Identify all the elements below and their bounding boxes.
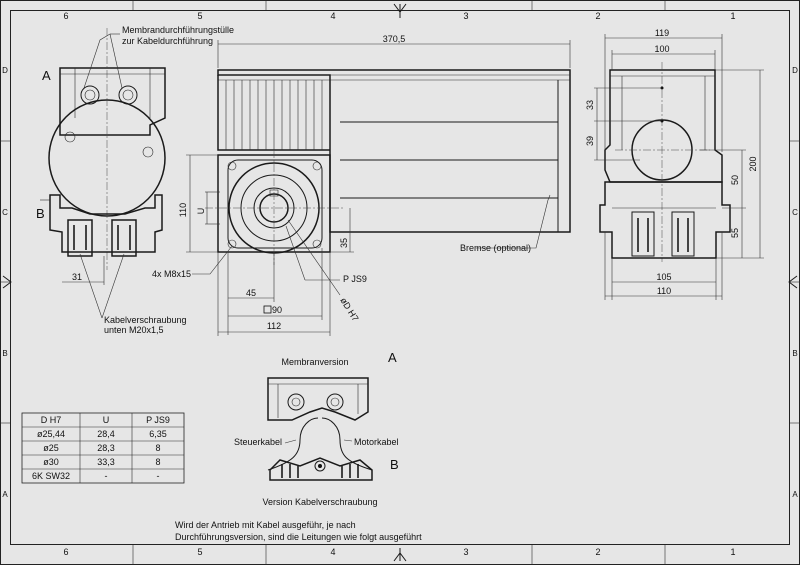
table-header: P JS9 [146,415,170,425]
dim-39: 39 [585,136,595,146]
side-letter: D [2,66,8,75]
detail-label-a: A [388,350,397,365]
dim-50: 50 [730,175,740,185]
dim-55: 55 [730,228,740,238]
bottom-number: 6 [63,547,68,557]
dim-4x-m8x15: 4x M8x15 [152,269,191,279]
side-letter: C [2,208,8,217]
dim-31: 31 [72,272,82,282]
side-letter: D [792,66,798,75]
bolt-hole-icon [227,161,237,171]
detail-label-b: B [390,457,399,472]
detail-view [267,377,373,481]
bottom-number: 2 [595,547,600,557]
dim-35: 35 [339,238,349,248]
view-label-a: A [42,68,51,83]
dim-112: 112 [267,321,281,331]
top-number: 2 [595,11,600,21]
side-letter: A [2,490,8,499]
square-symbol-icon [263,305,272,314]
callout-gland-line1: Kabelverschraubung [104,315,187,325]
table-cell: 8 [155,443,160,453]
center-view-text: 370,5 110 U 35 45 90 112 4x M8x15 P JS9 … [152,34,531,331]
top-number: 6 [63,11,68,21]
table-cell: ø25 [43,443,59,453]
dim-u: U [196,208,206,215]
membrane-grommet-icon [287,393,305,411]
top-number: 3 [463,11,468,21]
note-line1: Wird der Antrieb mit Kabel ausgeführ, je… [175,520,356,530]
label-motorkabel: Motorkabel [354,437,399,447]
bolt-hole-icon [227,239,237,249]
membrane-grommet-icon [80,85,100,105]
dim-105: 105 [656,272,671,282]
callout-membrane-line1: Membrandurchführungstülle [122,25,234,35]
table-cell: 28,4 [97,429,115,439]
bottom-number: 5 [197,547,202,557]
dim-110-right: 110 [657,286,671,296]
center-front-view [186,40,571,336]
detail-view-text: Membranversion A B Steuerkabel Motorkabe… [234,350,399,507]
side-letter: A [792,490,798,499]
dim-100: 100 [654,44,669,54]
brake-label: Bremse (optional) [460,243,531,253]
dim-119: 119 [655,28,669,38]
table-cell: ø30 [43,457,59,467]
top-number: 5 [197,11,202,21]
table-cell: 6,35 [149,429,167,439]
dim-90: 90 [272,305,282,315]
table-cell: 6K SW32 [32,471,70,481]
side-letter: B [792,349,797,358]
right-view-text: 119 100 33 39 200 50 55 105 110 [585,28,758,296]
side-letter: B [2,349,7,358]
dim-33: 33 [585,100,595,110]
frame-labels: 6 5 4 3 2 1 6 5 4 3 2 1 D C B A D C B A [2,11,798,557]
right-side-view [594,34,764,300]
table-cell: 28,3 [97,443,115,453]
dim-370-5: 370,5 [383,34,406,44]
table-cell: - [157,471,160,481]
note-line2: Durchführungsversion, sind die Leitungen… [175,532,422,542]
table-header: U [103,415,110,425]
view-label-b: B [36,206,45,221]
label-steuerkabel: Steuerkabel [234,437,282,447]
bottom-number: 1 [730,547,735,557]
screw-icon [142,146,154,158]
bolt-hole-icon [312,239,322,249]
dim-110: 110 [178,203,188,217]
table-cell: ø25,44 [37,429,65,439]
top-number: 1 [730,11,735,21]
bolt-hole-icon [312,161,322,171]
dim-p-js9: P JS9 [343,274,367,284]
bottom-number: 3 [463,547,468,557]
bottom-number: 4 [330,547,335,557]
dim-45: 45 [246,288,256,298]
dim-200: 200 [748,156,758,171]
callout-membrane-line2: zur Kabeldurchführung [122,36,213,46]
note: Wird der Antrieb mit Kabel ausgeführ, je… [175,520,422,542]
screw-icon [64,131,76,143]
membrane-grommet-icon [326,393,344,411]
table-cell: - [105,471,108,481]
dim-d-h7: øD H7 [338,296,360,323]
side-letter: C [792,208,798,217]
detail-caption: Version Kabelverschraubung [262,497,377,507]
detail-title: Membranversion [281,357,348,367]
left-view-text: Membrandurchführungstülle zur Kabeldurch… [36,25,234,335]
table-header: D H7 [41,415,62,425]
left-side-view [40,28,166,319]
table-cell: 8 [155,457,160,467]
dimension-table: D H7 U P JS9 ø25,44 28,4 6,35 ø25 28,3 8… [21,412,185,484]
callout-gland-line2: unten M20x1,5 [104,325,164,335]
cable-gland-icon [314,460,326,472]
top-number: 4 [330,11,335,21]
table-cell: 33,3 [97,457,115,467]
